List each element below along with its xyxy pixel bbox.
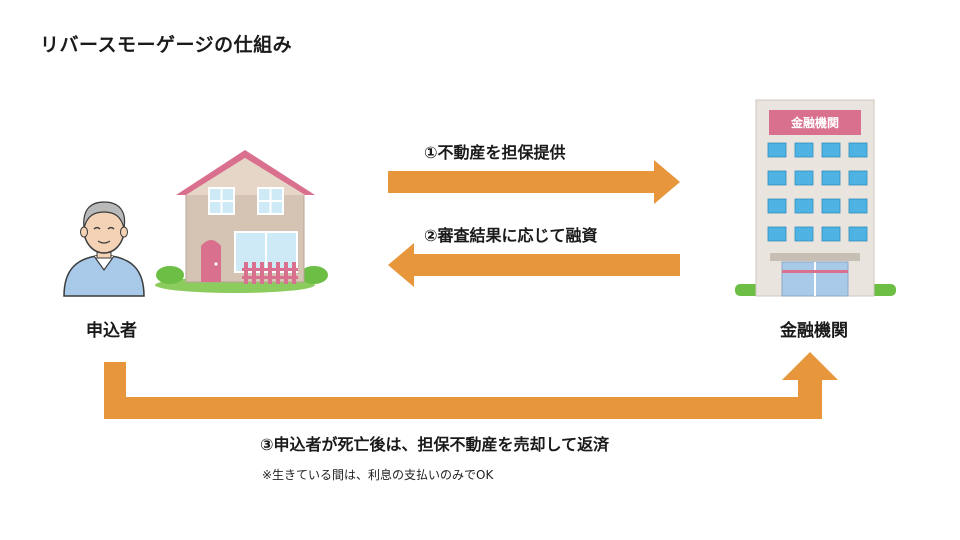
arrow-right xyxy=(388,160,680,204)
house-icon xyxy=(155,150,328,293)
step3-label: ③申込者が死亡後は、担保不動産を売却して返済 xyxy=(260,435,610,454)
bank-label: 金融機関 xyxy=(780,321,848,341)
bank-sign-text: 金融機関 xyxy=(790,115,839,130)
note-text: ※生きている間は、利息の支払いのみでOK xyxy=(262,468,494,482)
page-title: リバースモーゲージの仕組み xyxy=(40,34,293,56)
arrow-left xyxy=(388,243,680,287)
step1-label: ①不動産を担保提供 xyxy=(424,143,566,162)
applicant-label: 申込者 xyxy=(86,321,137,341)
arrow-return xyxy=(104,352,838,419)
elderly-man-icon xyxy=(63,201,145,297)
step2-label: ②審査結果に応じて融資 xyxy=(424,226,598,245)
bank-building-icon: 金融機関 xyxy=(735,99,896,297)
